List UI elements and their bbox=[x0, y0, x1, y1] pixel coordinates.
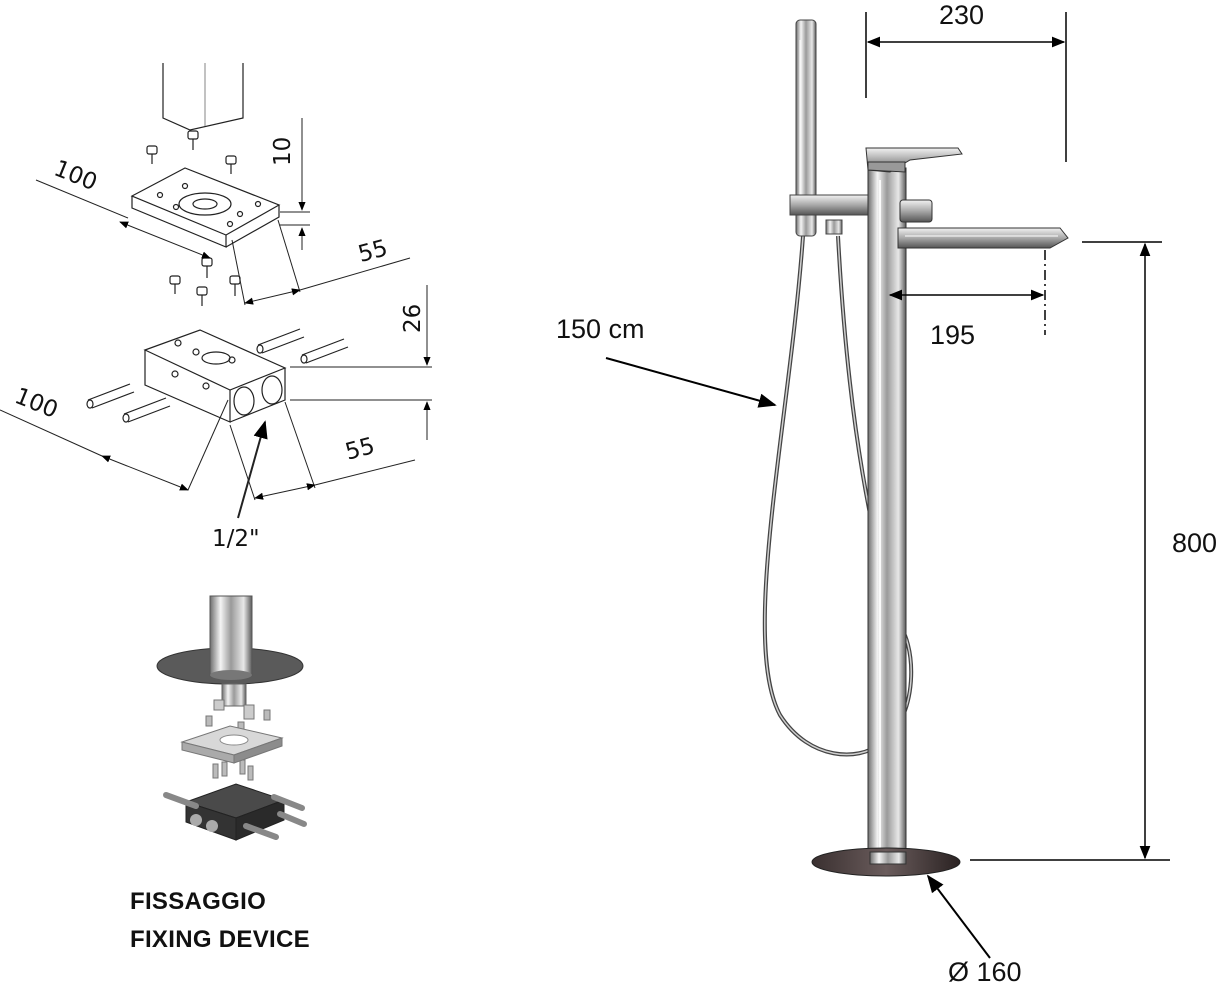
hand-shower bbox=[795, 19, 817, 237]
spout-reach-label: 195 bbox=[930, 320, 975, 350]
block-width-label: 100 bbox=[11, 383, 61, 424]
block-depth-label: 55 bbox=[343, 433, 378, 466]
mixer-column bbox=[867, 167, 907, 861]
base-diameter-label: Ø 160 bbox=[948, 957, 1022, 985]
rods bbox=[86, 328, 349, 423]
fixing-dimension-lines bbox=[0, 118, 432, 519]
caption-english: FIXING DEVICE bbox=[130, 926, 310, 953]
hose-length-label: 150 cm bbox=[556, 314, 645, 344]
plate-width-label: 100 bbox=[50, 156, 100, 197]
plate-thickness-label: 10 bbox=[270, 137, 296, 166]
screws-lower bbox=[169, 257, 241, 306]
fixing-rendered-view bbox=[156, 595, 307, 841]
screws-upper bbox=[146, 130, 237, 174]
caption-italian: FISSAGGIO bbox=[130, 888, 267, 915]
fixing-exploded-view bbox=[86, 63, 349, 423]
block-height-label: 26 bbox=[400, 304, 426, 333]
mounting-plate bbox=[130, 167, 281, 248]
height-label: 800 bbox=[1172, 528, 1217, 558]
mixer-dimension-lines bbox=[605, 12, 1170, 959]
mixer-illustration bbox=[762, 19, 1069, 877]
connection-block bbox=[143, 329, 287, 423]
total-reach-label: 230 bbox=[939, 0, 984, 30]
thread-size-label: 1/2" bbox=[212, 526, 260, 552]
pipe-stub bbox=[162, 63, 244, 131]
mixer-spout bbox=[897, 227, 1069, 249]
plate-depth-label: 55 bbox=[355, 235, 390, 268]
